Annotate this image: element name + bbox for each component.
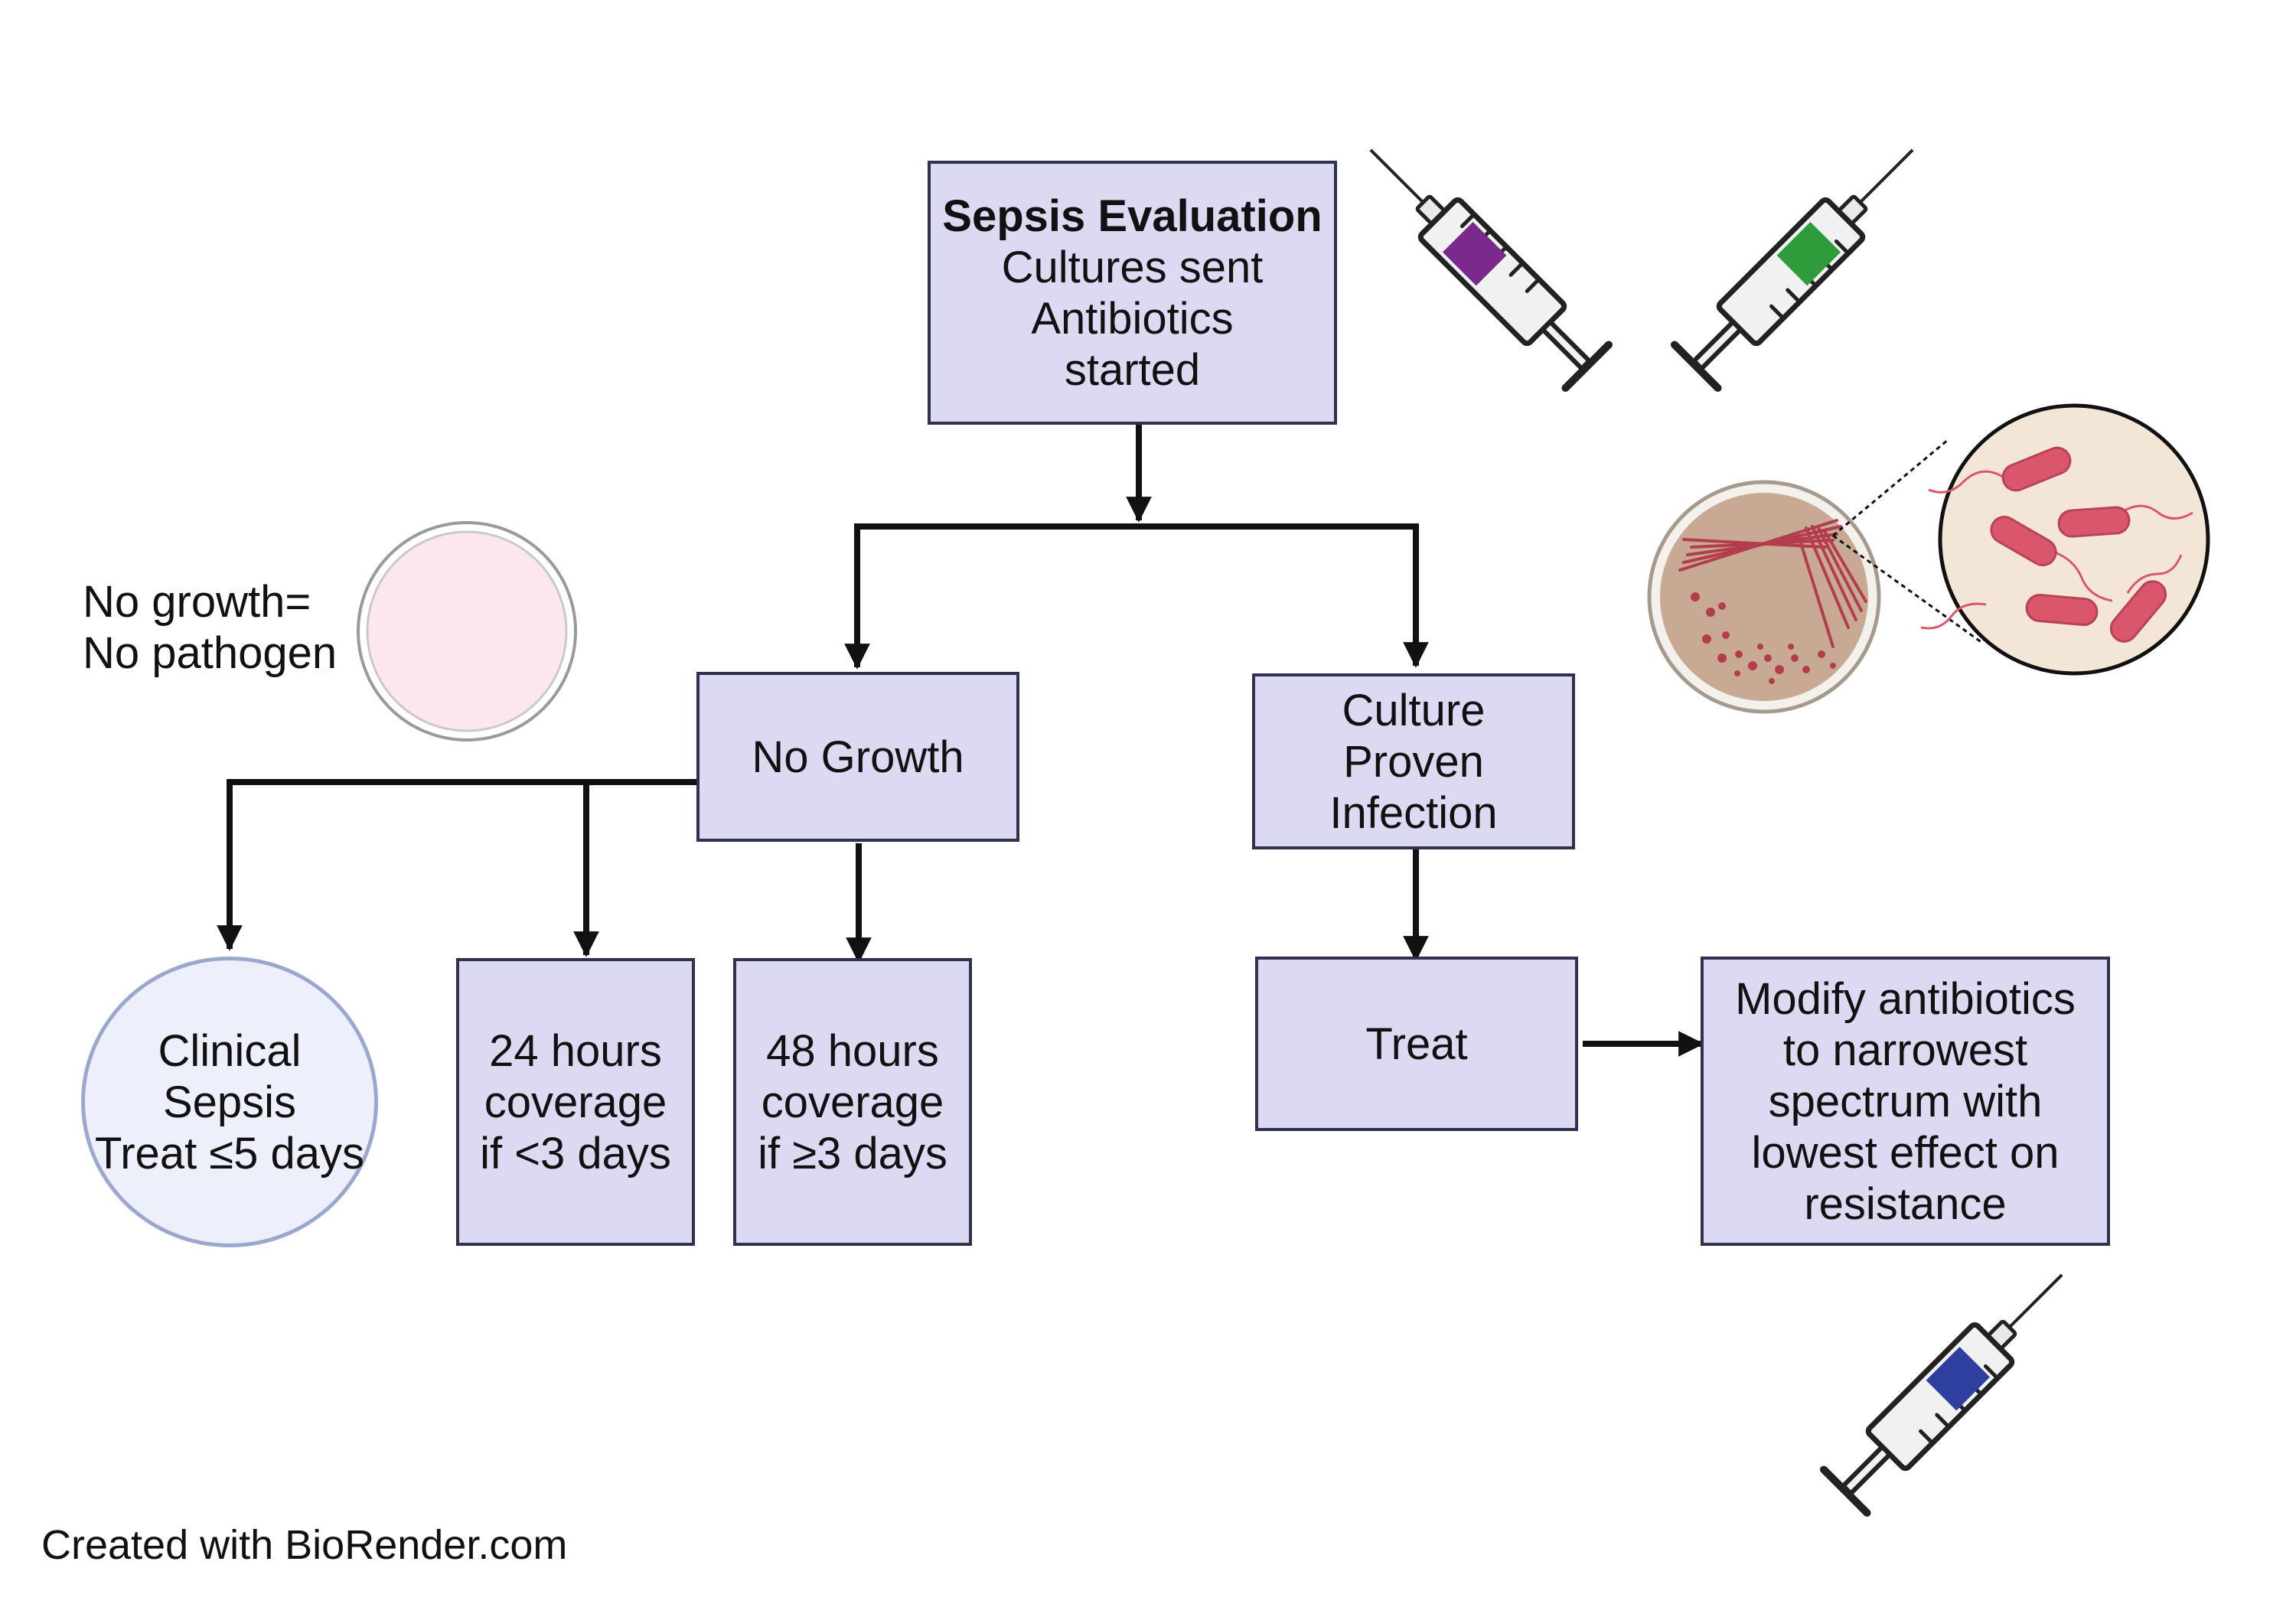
coverage-24-line: if <3 days <box>480 1128 671 1178</box>
bacteria-icon <box>1920 470 2193 630</box>
connectors <box>217 422 1704 1057</box>
treat-label: Treat <box>1365 1019 1468 1069</box>
culture-plate-icon <box>1647 480 1881 714</box>
sepsis-evaluation-line: started <box>1064 344 1201 395</box>
no-growth-note-line: No growth= <box>83 577 311 627</box>
sepsis-evaluation-box: Sepsis Evaluation Cultures sent Antibiot… <box>928 161 1337 425</box>
sepsis-evaluation-line: Cultures sent <box>1001 242 1264 292</box>
coverage-24-hours-box: 24 hours coverage if <3 days <box>456 958 695 1246</box>
modify-antibiotics-box: Modify antibiotics to narrowest spectrum… <box>1701 957 2110 1246</box>
biorender-credit: Created with BioRender.com <box>41 1522 568 1568</box>
zoom-lines <box>1832 438 1983 644</box>
clinical-sepsis-line: Sepsis <box>162 1077 297 1127</box>
clinical-sepsis-circle: Clinical Sepsis Treat ≤5 days <box>81 957 378 1247</box>
syringe-icon <box>1824 1253 2083 1513</box>
coverage-48-line: if ≥3 days <box>758 1128 947 1178</box>
no-growth-box: No Growth <box>696 672 1019 842</box>
modify-antibiotics-line: spectrum with <box>1768 1076 2043 1126</box>
no-growth-note: No growth= No pathogen <box>83 576 337 679</box>
bacteria-inset <box>1920 403 2210 676</box>
clinical-sepsis-line: Clinical <box>158 1025 302 1076</box>
culture-proven-line: Culture <box>1342 685 1486 735</box>
modify-antibiotics-line: lowest effect on <box>1751 1127 2060 1178</box>
culture-proven-line: Infection <box>1329 787 1498 838</box>
petri-dish-icon <box>357 521 577 742</box>
modify-antibiotics-line: Modify antibiotics <box>1735 973 2076 1024</box>
coverage-48-line: 48 hours <box>766 1025 939 1076</box>
coverage-24-line: coverage <box>484 1077 667 1127</box>
clinical-sepsis-line: Treat ≤5 days <box>94 1128 365 1178</box>
no-growth-note-line: No pathogen <box>83 628 338 678</box>
treat-box: Treat <box>1255 957 1578 1131</box>
sepsis-evaluation-line: Antibiotics <box>1031 293 1234 344</box>
sepsis-evaluation-title: Sepsis Evaluation <box>942 191 1322 241</box>
coverage-24-line: 24 hours <box>489 1025 662 1076</box>
coverage-48-line: coverage <box>761 1077 944 1127</box>
modify-antibiotics-line: to narrowest <box>1782 1025 2028 1075</box>
syringe-icon <box>1349 129 1609 388</box>
culture-proven-infection-box: Culture Proven Infection <box>1252 673 1575 849</box>
no-growth-label: No Growth <box>752 732 964 782</box>
culture-proven-line: Proven <box>1343 736 1484 787</box>
syringe-icon <box>1675 129 1934 388</box>
modify-antibiotics-line: resistance <box>1804 1178 2007 1229</box>
coverage-48-hours-box: 48 hours coverage if ≥3 days <box>733 958 972 1246</box>
